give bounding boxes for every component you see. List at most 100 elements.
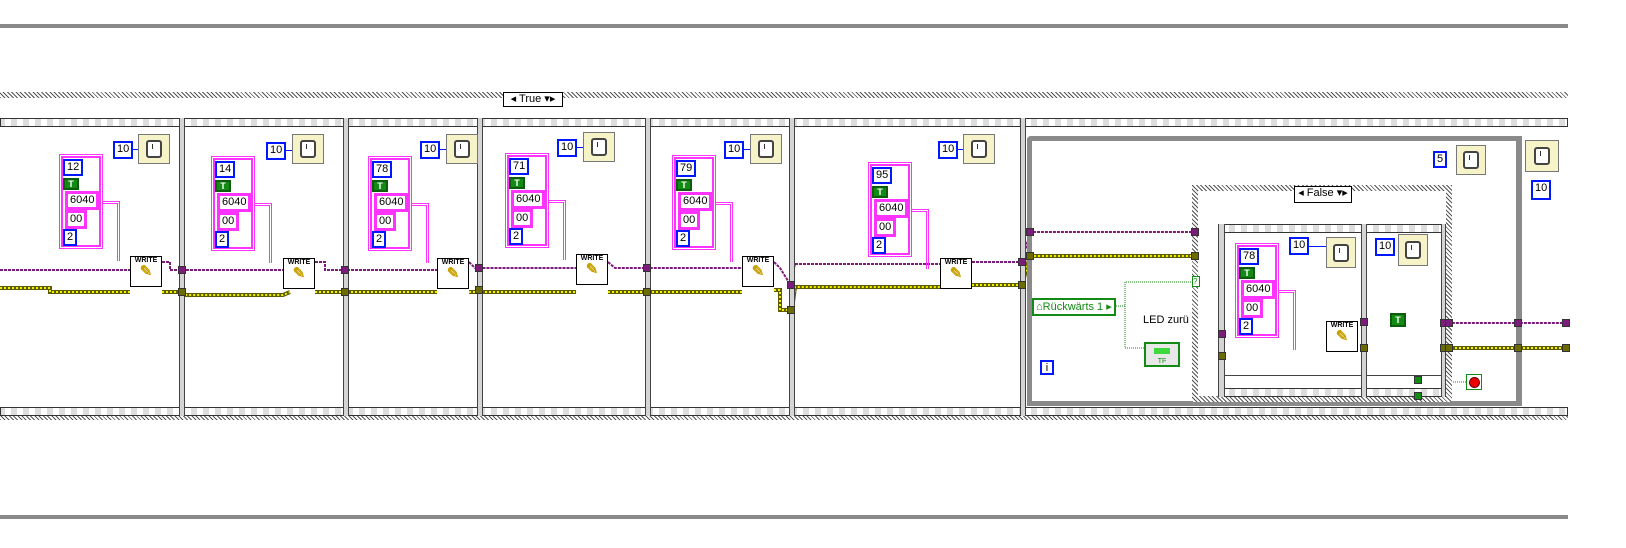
boolean-element[interactable]: T [509,177,525,189]
wait-constant[interactable]: 10 [420,141,441,159]
boolean-element[interactable]: T [676,179,692,191]
wait-ms-icon[interactable] [583,132,615,162]
sequence-film-top [0,118,1568,127]
wait-constant[interactable]: 10 [1375,238,1396,256]
string-element[interactable]: 00 [678,211,701,230]
sequence-film-bottom [0,407,1568,416]
numeric-element[interactable]: 79 [676,160,697,177]
true-constant[interactable]: T [1390,313,1406,327]
inner-film-top [1218,224,1446,233]
tunnel [1514,319,1522,327]
wait-constant[interactable]: 10 [113,141,134,159]
tunnel [643,264,651,272]
string-element[interactable]: 00 [374,212,397,231]
numeric-element[interactable]: 2 [509,228,524,245]
numeric-element[interactable]: 2 [63,229,78,246]
wait-constant[interactable]: 10 [557,139,578,157]
string-element[interactable]: 00 [217,212,240,231]
numeric-element[interactable]: 95 [872,167,893,184]
wait-ms-icon[interactable] [1525,140,1559,172]
case-structure-top[interactable] [0,92,1568,98]
write-vi[interactable]: WRITE✎ [437,258,469,289]
case-structure-bottom[interactable] [0,414,1568,420]
wait-constant[interactable]: 10 [938,141,959,159]
led-indicator[interactable]: TF [1144,342,1180,367]
boolean-element[interactable]: T [372,180,388,192]
wait-ms-icon[interactable] [750,134,782,164]
string-element[interactable]: 6040 [511,190,546,209]
numeric-element[interactable]: 2 [872,237,887,254]
string-element[interactable]: 00 [65,210,88,229]
wait-ms-icon[interactable] [963,134,995,164]
write-label: WRITE [134,257,158,264]
numeric-element[interactable]: 78 [372,161,393,178]
string-element[interactable]: 6040 [1241,280,1276,299]
write-vi[interactable]: WRITE✎ [1326,321,1358,352]
numeric-wire [131,149,138,150]
inner-case-selector-value: False [1306,187,1334,199]
while-loop-right [1516,136,1522,406]
indicator-type: TF [1157,358,1167,365]
boolean-element[interactable]: T [872,186,888,198]
numeric-element[interactable]: 12 [63,159,84,176]
tunnel [1514,344,1522,352]
local-variable-rueckwaerts[interactable]: ⌂Rückwärts 1 ▸ [1032,298,1116,316]
wait-ms-icon[interactable] [292,134,324,164]
numeric-element[interactable]: 2 [1239,318,1254,335]
string-element[interactable]: 00 [1241,299,1264,318]
wait-ms-icon[interactable] [1398,234,1428,266]
write-vi[interactable]: WRITE✎ [742,256,774,287]
wait-constant[interactable]: 10 [266,142,287,160]
tunnel [475,286,483,294]
string-element[interactable]: 6040 [65,191,100,210]
wait-constant[interactable]: 10 [1531,180,1552,200]
frame-separator [1361,224,1367,397]
refnum-wire [162,261,283,271]
wait-constant[interactable]: 10 [724,141,745,159]
numeric-wire [284,150,292,151]
wait-ms-icon[interactable] [138,134,170,164]
string-element[interactable]: 6040 [874,199,909,218]
wait-ms-icon[interactable] [1456,145,1486,175]
case-selector[interactable]: ◂ True ▾▸ [503,92,563,107]
write-vi[interactable]: WRITE✎ [283,258,315,289]
boolean-element[interactable]: T [63,178,79,190]
refnum-wire [607,261,742,269]
numeric-element[interactable]: 78 [1239,248,1260,265]
inner-case-selector[interactable]: ◂ False ▾▸ [1294,186,1352,203]
string-element[interactable]: 6040 [374,193,409,212]
write-vi[interactable]: WRITE✎ [576,254,608,285]
numeric-wire [1307,246,1327,247]
stop-condition[interactable] [1466,374,1482,390]
write-label: WRITE [1330,322,1354,329]
numeric-wire [575,147,583,148]
wait-ms-icon[interactable] [1326,237,1356,268]
string-element[interactable]: 00 [511,209,534,228]
tunnel [1414,376,1422,384]
numeric-element[interactable]: 14 [215,161,236,178]
wait-ms-icon[interactable] [446,134,478,164]
numeric-element[interactable]: 2 [372,231,387,248]
numeric-element[interactable]: 2 [215,231,230,248]
wait-constant[interactable]: 5 [1433,151,1448,168]
numeric-element[interactable]: 2 [676,230,691,247]
write-vi[interactable]: WRITE✎ [130,256,162,287]
inner-frame-2 [1367,233,1441,376]
string-element[interactable]: 6040 [678,192,713,211]
tunnel [475,264,483,272]
string-element[interactable]: 00 [874,218,897,237]
boolean-element[interactable]: T [215,180,231,192]
tunnel [1562,319,1570,327]
numeric-wire [742,149,750,150]
boolean-element[interactable]: T [1239,267,1255,279]
numeric-wire [956,149,963,150]
write-vi[interactable]: WRITE✎ [940,258,972,289]
write-label: WRITE [746,257,770,264]
refnum-wire [773,261,940,287]
tunnel [1218,352,1226,360]
while-loop[interactable] [1027,136,1521,406]
string-element[interactable]: 6040 [217,193,252,212]
numeric-element[interactable]: 71 [509,158,530,175]
tunnel [178,266,186,274]
